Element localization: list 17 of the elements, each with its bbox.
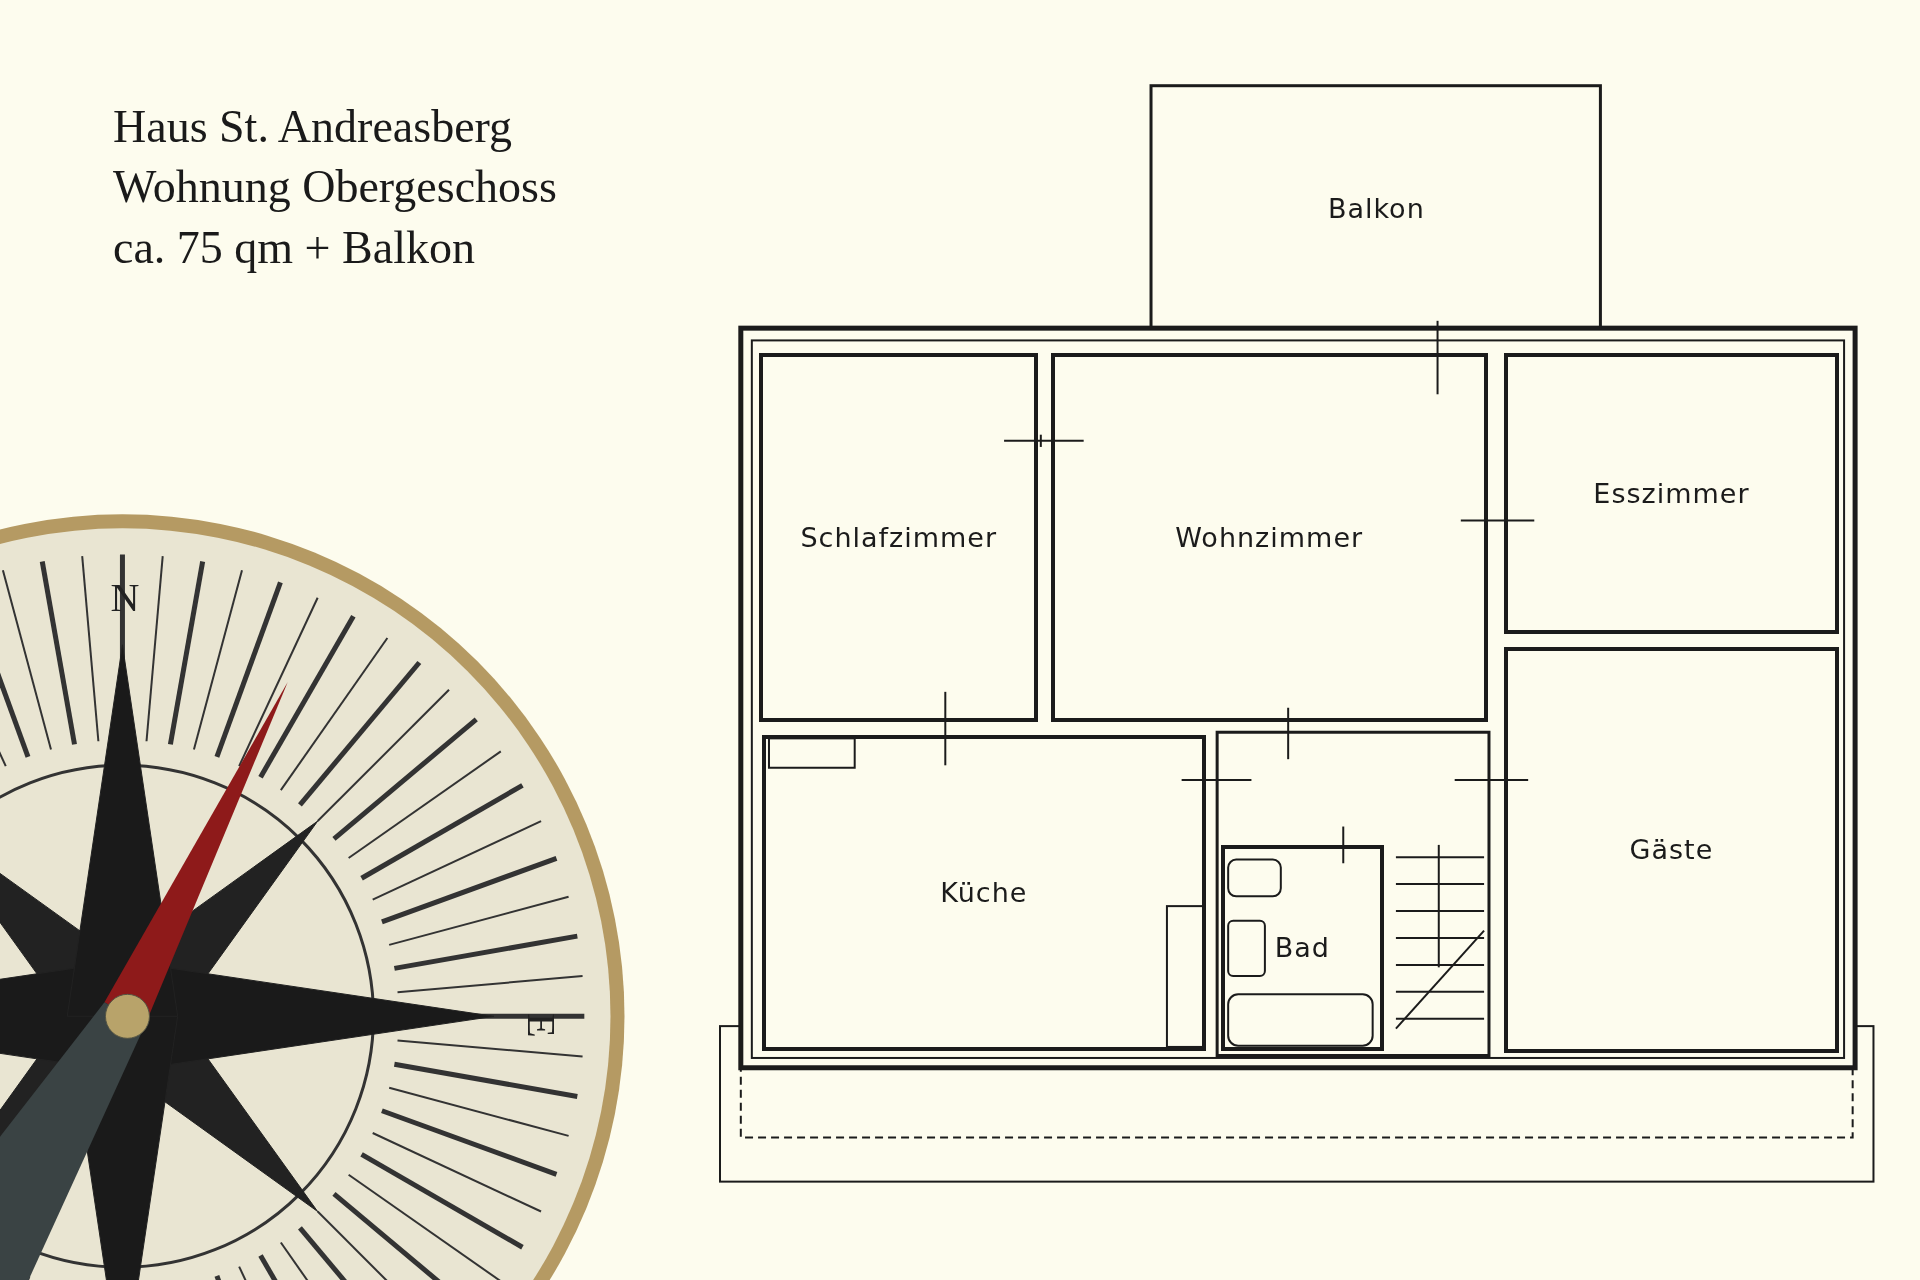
room-outline (759, 352, 1039, 723)
room-outline (1220, 844, 1384, 1051)
room-outline (1050, 352, 1488, 723)
room-label: Schlafzimmer (800, 522, 998, 554)
room-outline (761, 734, 1207, 1051)
room-label: Wohnzimmer (1175, 522, 1364, 554)
subtitle: ca. 75 qm + Balkon (113, 221, 475, 274)
room-label: Gäste (1629, 834, 1714, 866)
room-label: Bad (1274, 932, 1330, 964)
room-label: Küche (940, 877, 1028, 909)
title: Haus St. Andreasberg (113, 100, 513, 153)
subtitle: Wohnung Obergeschoss (113, 160, 557, 213)
compass-letter: E (517, 1013, 565, 1038)
room-outline (1503, 352, 1840, 635)
room-outline (1503, 646, 1840, 1054)
room-label: Balkon (1327, 192, 1425, 224)
room-label: Esszimmer (1593, 477, 1750, 509)
